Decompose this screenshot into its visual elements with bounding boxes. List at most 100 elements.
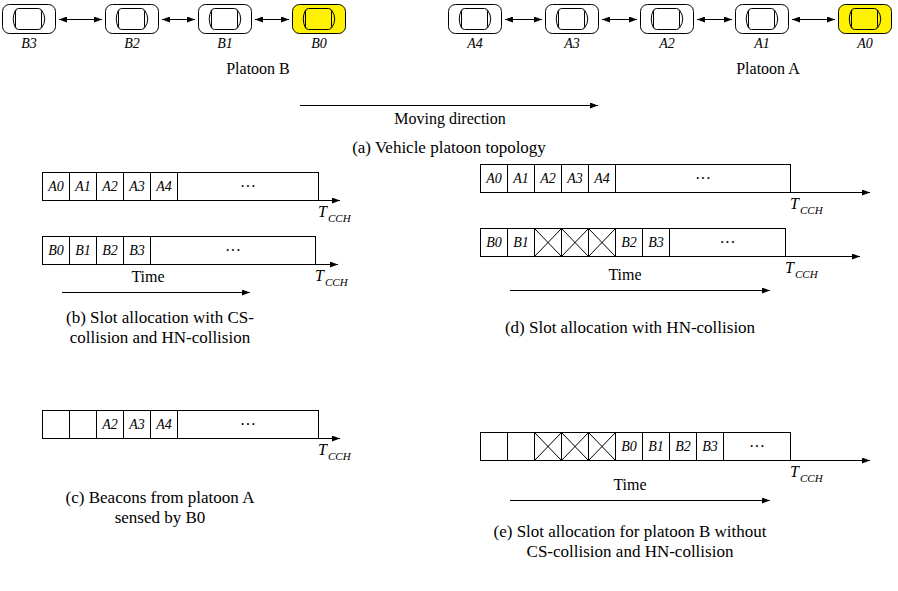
link-arrow [792,19,835,20]
slot-label: B0 [48,244,64,258]
slot-label: B2 [675,440,691,454]
time-slot: B3 [123,236,151,265]
time-slot: A2 [96,172,124,201]
slot-label: B3 [702,440,718,454]
period-subscript: CCH [328,450,351,463]
subfigure-caption: (c) Beacons from platoon A sensed by B0 [55,488,265,527]
ellipsis: ··· [749,439,765,455]
group-label: Platoon B [226,60,290,78]
collided-slot [535,229,616,257]
time-slot: B1 [69,236,97,265]
frame-arrow [318,200,340,201]
vehicle-outline [545,4,599,34]
time-slot: B1 [642,432,670,461]
subfigure-caption: (e) Slot allocation for platoon B withou… [486,522,774,561]
subfigure-caption: (a) Vehicle platoon topology [352,138,546,158]
slot-label: A0 [48,180,64,194]
time-slot: A0 [42,172,70,201]
period-symbol: T [318,203,327,221]
link-arrow [59,19,102,20]
time-arrow [510,500,770,501]
ellipsis: ··· [225,243,241,259]
slot-label: B1 [75,244,91,258]
period-symbol: T [318,441,327,459]
time-slot: B1 [507,228,535,257]
time-slot: B0 [480,228,508,257]
ellipsis: ··· [240,417,256,433]
time-slot: A4 [150,410,178,439]
vehicle-label: A2 [659,35,675,53]
subfigure-caption: (b) Slot allocation with CS-collision an… [53,308,268,347]
slot-label: A2 [102,418,118,432]
vehicle: B3 [2,4,56,53]
slot-label: A3 [567,172,583,186]
vehicle: A4 [448,4,502,53]
axis-label: Time [608,266,641,284]
empty-slot [508,433,535,461]
time-slot: ··· [150,236,316,265]
time-slot: A4 [588,164,616,193]
period-symbol: T [315,267,324,285]
vehicle-label: B3 [21,35,37,53]
slot-label: A1 [75,180,91,194]
empty-slot [481,433,508,461]
frame-arrow [318,438,340,439]
slot-label: B3 [648,236,664,250]
empty-slot [70,411,97,439]
period-subscript: CCH [325,276,348,289]
time-slot: ··· [723,432,791,461]
time-slot: A1 [507,164,535,193]
slot-label: B3 [129,244,145,258]
time-slot: ··· [177,410,319,439]
vehicle: A0 [838,4,892,53]
collided-slot [535,433,616,461]
ellipsis: ··· [240,179,256,195]
period-symbol: T [790,463,799,481]
vehicle-outline [735,4,789,34]
vehicle-label: B0 [311,35,327,53]
slot-label: A0 [486,172,502,186]
slot-label: A2 [102,180,118,194]
time-arrow [62,292,250,293]
vehicle: A3 [545,4,599,53]
slot-label: B0 [621,440,637,454]
period-subscript: CCH [795,268,818,281]
link-arrow [602,19,637,20]
period-subscript: CCH [328,212,351,225]
subfigure-caption: (d) Slot allocation with HN-collision [430,318,830,338]
time-slot: A4 [150,172,178,201]
frame-arrow [315,264,338,265]
vehicle-outline [292,4,346,34]
time-slot: B2 [669,432,697,461]
time-slot: B0 [615,432,643,461]
time-slot: B2 [96,236,124,265]
time-slot: A2 [534,164,562,193]
period-symbol: T [785,259,794,277]
direction-label: Moving direction [394,110,506,128]
time-slot: A3 [561,164,589,193]
slot-label: A4 [156,180,172,194]
vehicle: A1 [735,4,789,53]
time-slot: A1 [69,172,97,201]
frame-arrow [785,256,860,257]
link-arrow [697,19,732,20]
empty-slot [43,411,70,439]
ellipsis: ··· [695,171,711,187]
slot-label: A4 [156,418,172,432]
slot-label: B1 [648,440,664,454]
slot-label: A4 [594,172,610,186]
link-arrow [162,19,195,20]
link-arrow [505,19,542,20]
direction-arrow [300,105,598,106]
vehicle: B0 [292,4,346,53]
time-slot: A3 [123,410,151,439]
vehicle-outline [198,4,252,34]
time-slot: A3 [123,172,151,201]
ellipsis: ··· [720,235,736,251]
link-arrow [255,19,289,20]
time-slot: B0 [42,236,70,265]
vehicle: B2 [105,4,159,53]
slot-label: B2 [102,244,118,258]
time-slot: B3 [642,228,670,257]
period-subscript: CCH [800,204,823,217]
